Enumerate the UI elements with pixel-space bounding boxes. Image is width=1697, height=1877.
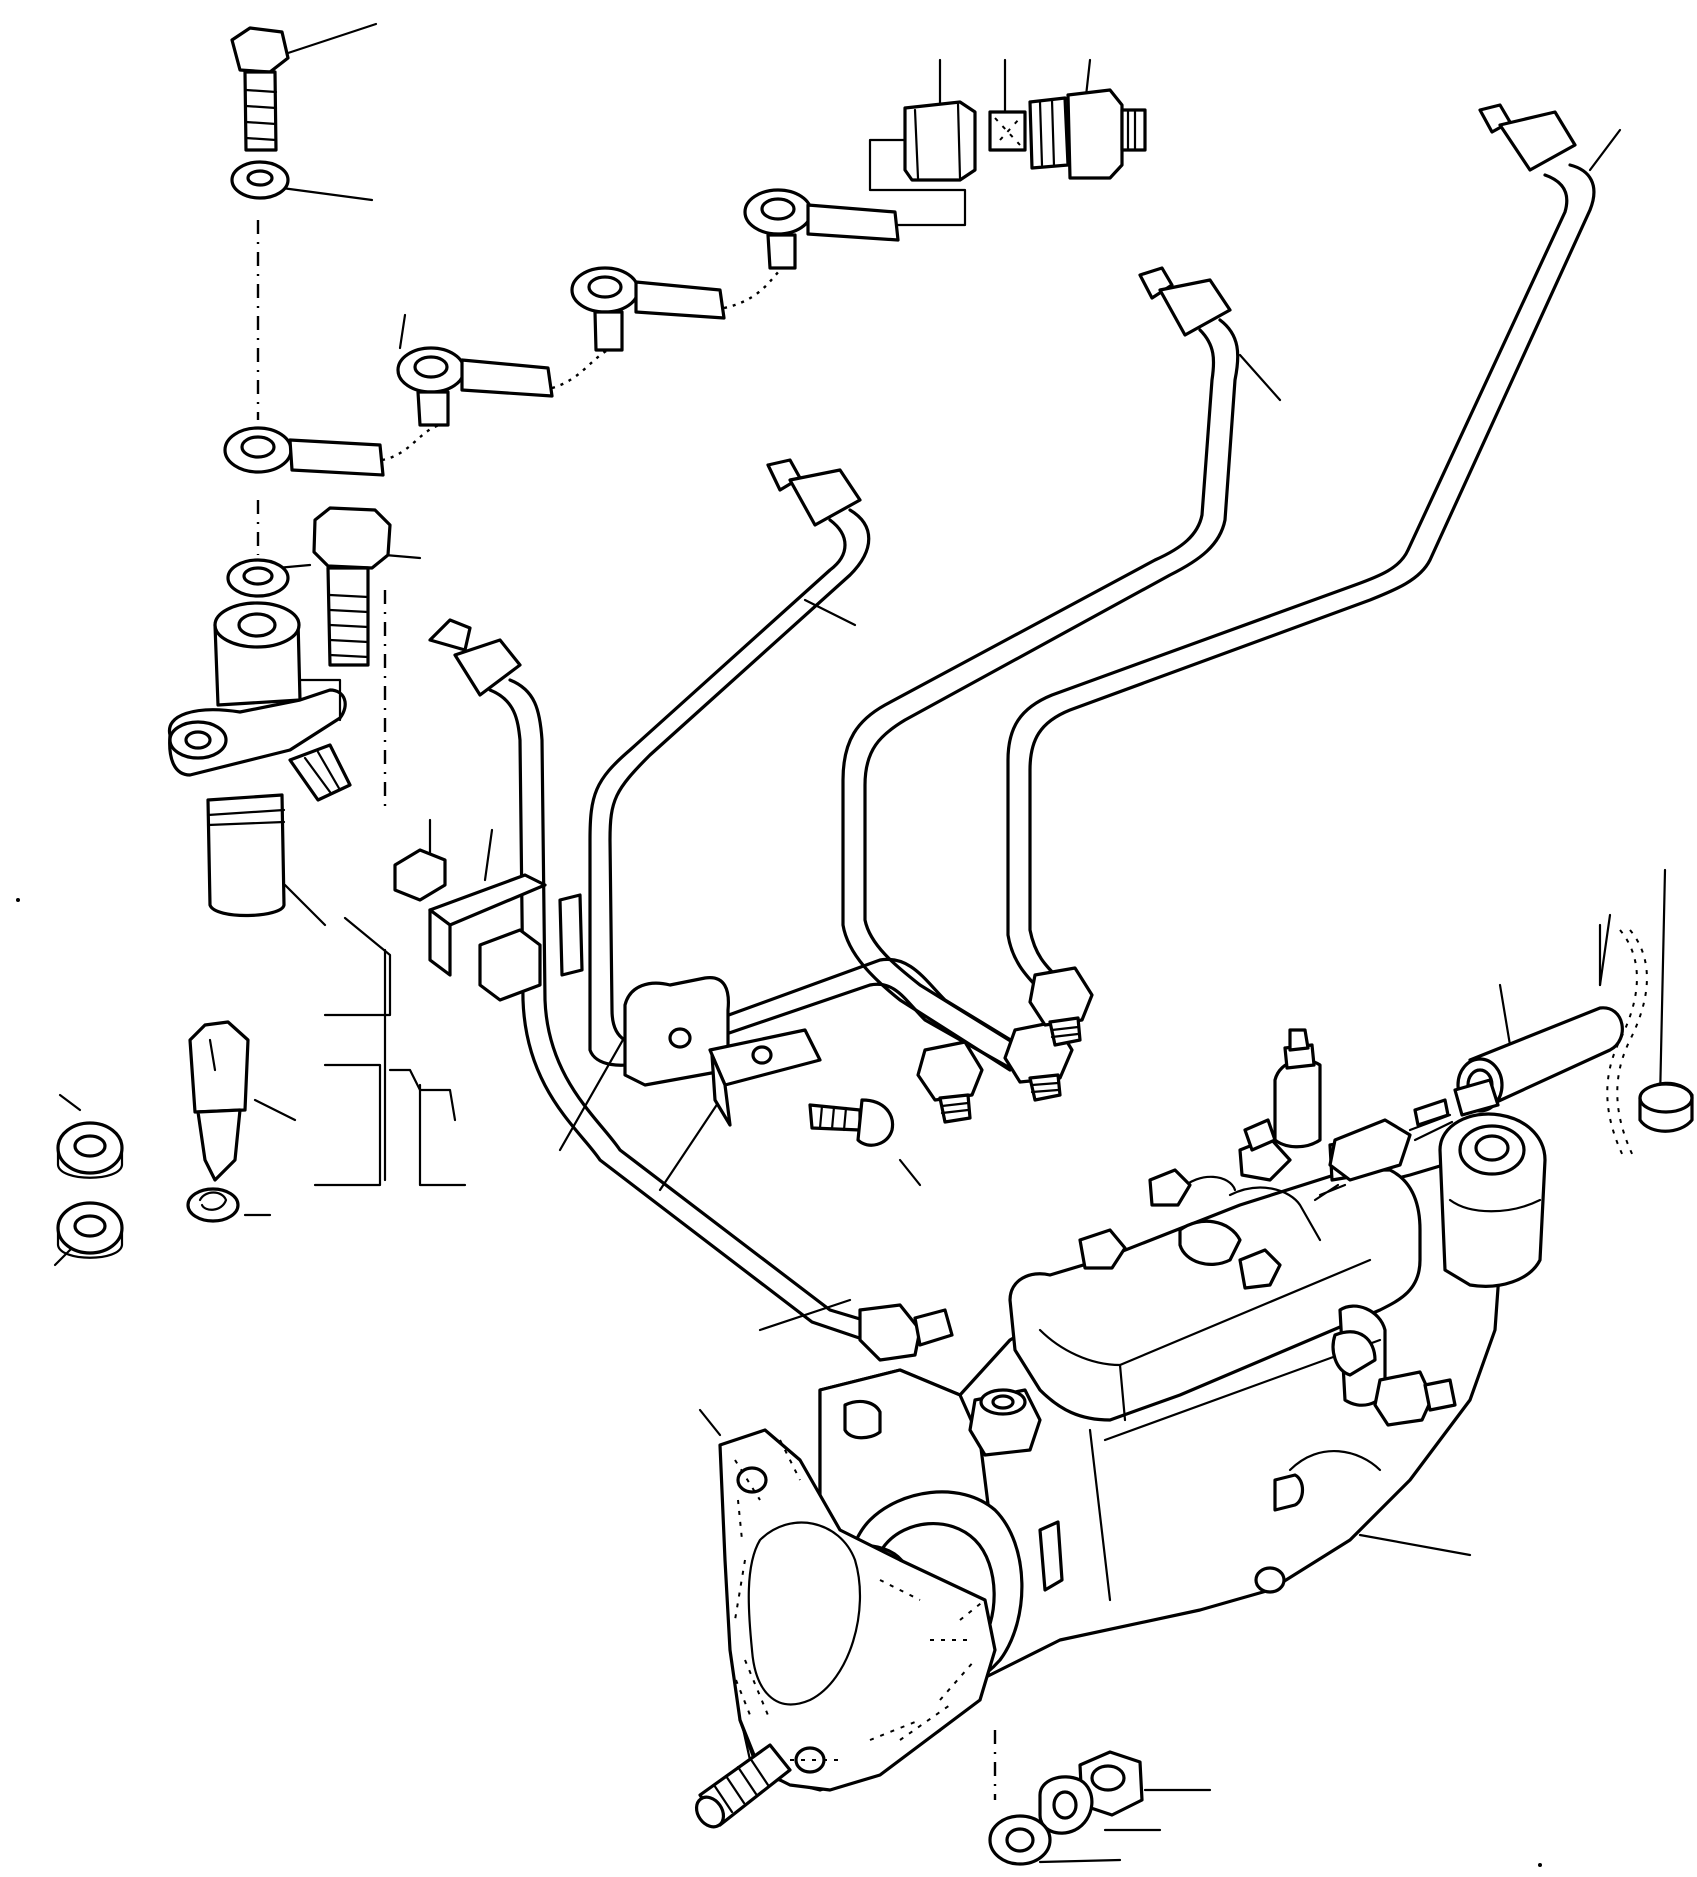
pipe-union-lower (916, 1040, 984, 1124)
cap (1638, 1081, 1694, 1133)
return-pipe-nut (903, 100, 977, 182)
injection-pipe-1 (428, 618, 954, 1362)
heat-shield-washer (56, 1121, 124, 1259)
nozzle-washer (186, 1187, 240, 1223)
spring-washer (1038, 1775, 1094, 1835)
leak-off-banjo-4 (223, 426, 385, 477)
leak-off-banjo-1 (743, 188, 900, 270)
return-pipe-union (988, 88, 1147, 180)
plain-washer (988, 1814, 1052, 1866)
injection-pipe-2 (588, 458, 1062, 1087)
nozzle (188, 1020, 250, 1182)
leader-lines (53, 22, 1667, 1864)
pump-stud (694, 1743, 792, 1829)
sealing-washer (230, 160, 290, 200)
leak-off-banjo-2 (570, 266, 726, 352)
injector-bolt (312, 506, 392, 667)
clamp (393, 848, 822, 1127)
banjo-bolt (230, 26, 290, 152)
scan-specks (16, 898, 1542, 1867)
leak-off-hoses (381, 138, 967, 462)
pump-gasket (718, 1428, 997, 1792)
injection-pipe-4 (1006, 103, 1596, 1047)
leak-off-banjo-3 (396, 346, 554, 427)
clamp-bolt (808, 1098, 895, 1147)
centre-lines (256, 220, 997, 1800)
injector-holder (167, 558, 352, 918)
